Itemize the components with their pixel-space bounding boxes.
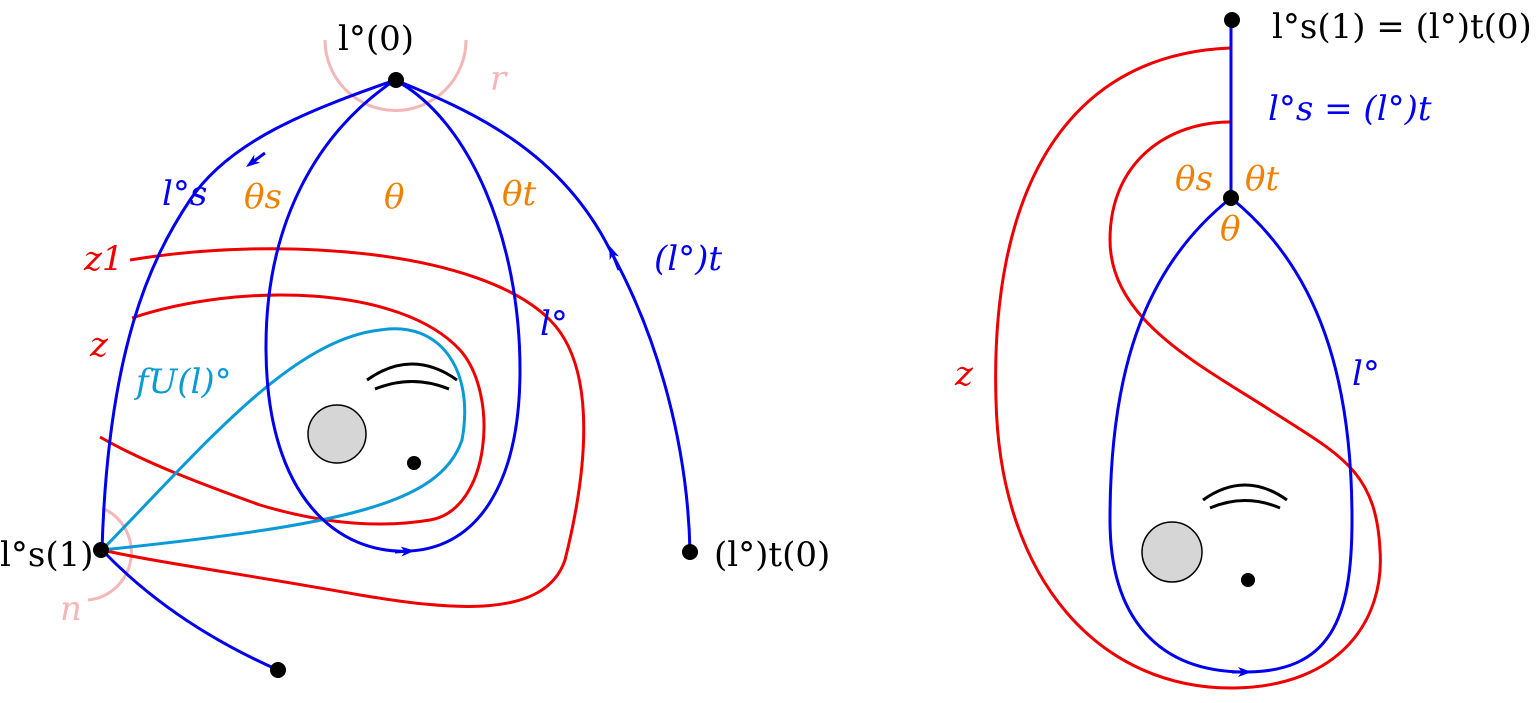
left-panel: l°(0) r l°s θs θ θt (l°)t z1 z l° fU(l)°… <box>0 19 830 678</box>
curve-z1 <box>101 247 586 608</box>
puncture-dot <box>407 456 421 470</box>
label-theta-t-right: θt <box>1245 159 1279 199</box>
arrow-l <box>394 546 415 557</box>
label-ls1-point: l°s(1) <box>0 535 93 575</box>
label-arc-ls: l°s <box>162 174 207 214</box>
circle-n-arc <box>87 506 133 602</box>
arrow-ls <box>245 151 266 167</box>
arrow-lt <box>609 245 621 271</box>
label-arc-l-right: l° <box>1352 354 1380 394</box>
handle-upper <box>366 362 458 382</box>
label-arc-l: l° <box>540 304 568 344</box>
point-ls1 <box>93 542 109 558</box>
handle-lower-right <box>1209 499 1281 510</box>
label-theta: θ <box>384 177 404 217</box>
label-theta-right: θ <box>1220 209 1240 249</box>
arc-l-loop-right <box>1108 196 1354 674</box>
point-tail <box>270 662 286 678</box>
right-panel: l°s(1) = (l°)t(0) l°s = (l°)t θs θt θ z … <box>954 7 1532 690</box>
label-theta-t: θt <box>502 174 536 214</box>
label-top-point-right: l°s(1) = (l°)t(0) <box>1272 7 1532 47</box>
point-top-right <box>1224 12 1240 28</box>
boundary-disk <box>307 404 367 464</box>
handle-lower <box>374 380 450 391</box>
label-theta-s-right: θs <box>1175 159 1213 199</box>
label-theta-s: θs <box>244 177 282 217</box>
label-f-image: fU(l)° <box>133 362 232 402</box>
label-lt0-point: (l°)t(0) <box>714 535 830 575</box>
boundary-disk-right <box>1141 521 1203 583</box>
label-z: z <box>89 325 109 365</box>
label-z1: z1 <box>83 239 124 279</box>
curve-z-right <box>994 46 1382 690</box>
point-lt0 <box>682 544 698 560</box>
point-top <box>388 72 404 88</box>
circle-r-arc <box>323 39 468 112</box>
label-circle-n: n <box>60 589 82 629</box>
label-circle-r: r <box>490 59 508 99</box>
curve-f-image <box>100 327 467 552</box>
handle-upper-right <box>1202 483 1288 502</box>
arc-tail <box>100 548 279 672</box>
arc-ls <box>100 78 396 551</box>
arc-l-loop <box>264 78 522 553</box>
label-segment-right: l°s = (l°)t <box>1268 89 1432 129</box>
label-z-right: z <box>954 354 974 394</box>
puncture-dot-right <box>1241 573 1255 587</box>
curve-z <box>99 293 486 526</box>
label-arc-lt: (l°)t <box>654 239 722 279</box>
point-mid-right <box>1223 190 1239 206</box>
label-top-point: l°(0) <box>338 19 414 59</box>
